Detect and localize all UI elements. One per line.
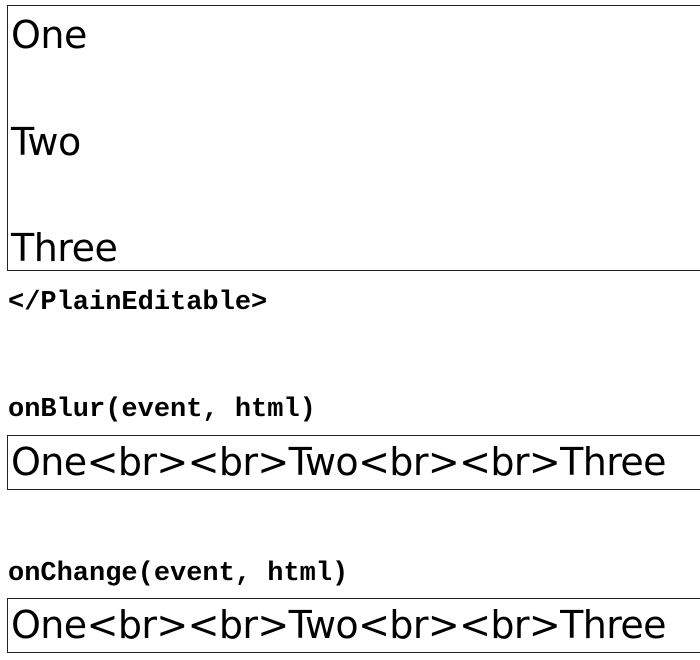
editable-line-three: Three	[11, 226, 118, 270]
on-blur-output-text: One<br><br>Two<br><br>Three	[11, 440, 667, 484]
on-change-output-text: One<br><br>Two<br><br>Three	[11, 603, 667, 647]
on-blur-output: One<br><br>Two<br><br>Three	[7, 435, 700, 490]
on-blur-label: onBlur(event, html)	[8, 395, 316, 425]
on-change-label: onChange(event, html)	[8, 559, 349, 589]
on-change-output: One<br><br>Two<br><br>Three	[7, 598, 700, 653]
plain-editable-field[interactable]: One Two Three	[7, 5, 700, 271]
editable-line-two: Two	[11, 120, 81, 164]
editable-line-one: One	[11, 13, 87, 57]
closing-tag-label: </PlainEditable>	[8, 288, 268, 318]
